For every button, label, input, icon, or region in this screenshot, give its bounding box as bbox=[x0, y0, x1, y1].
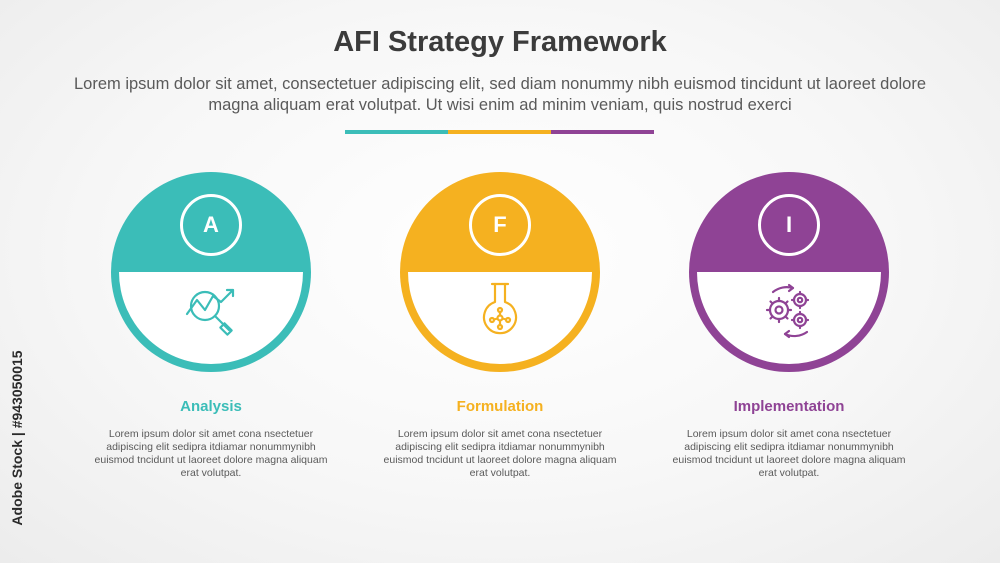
circle-analysis: A bbox=[111, 172, 311, 372]
card-body-analysis: Lorem ipsum dolor sit amet cona nsectetu… bbox=[94, 428, 328, 479]
divider-segment-purple bbox=[551, 130, 654, 134]
card-body-formulation: Lorem ipsum dolor sit amet cona nsectetu… bbox=[383, 428, 617, 479]
letter-badge-a: A bbox=[180, 194, 242, 256]
page-title: AFI Strategy Framework bbox=[333, 26, 667, 58]
card-title-analysis: Analysis bbox=[180, 398, 242, 415]
page-subtitle: Lorem ipsum dolor sit amet, consectetuer… bbox=[73, 75, 927, 114]
color-divider bbox=[345, 130, 654, 134]
divider-segment-orange bbox=[448, 130, 551, 134]
card-analysis: A Analysis Lorem ipsum dolor sit amet co… bbox=[95, 172, 327, 479]
flask-icon bbox=[482, 282, 518, 335]
stock-watermark: Adobe Stock | #943050015 bbox=[9, 350, 25, 526]
gears-cycle-icon bbox=[765, 283, 810, 339]
letter-badge-f: F bbox=[469, 194, 531, 256]
card-formulation: F Formulation Lorem ipsum dolor sit amet… bbox=[384, 172, 616, 479]
letter-badge-i: I bbox=[758, 194, 820, 256]
card-title-formulation: Formulation bbox=[456, 398, 544, 415]
circle-implementation: I bbox=[689, 172, 889, 372]
divider-segment-teal bbox=[345, 130, 448, 134]
magnifier-chart-icon bbox=[185, 288, 235, 336]
card-implementation: I Implementation Lorem ipsum dolor sit a… bbox=[673, 172, 905, 479]
card-title-implementation: Implementation bbox=[733, 398, 845, 415]
circle-formulation: F bbox=[400, 172, 600, 372]
card-body-implementation: Lorem ipsum dolor sit amet cona nsectetu… bbox=[672, 428, 906, 479]
